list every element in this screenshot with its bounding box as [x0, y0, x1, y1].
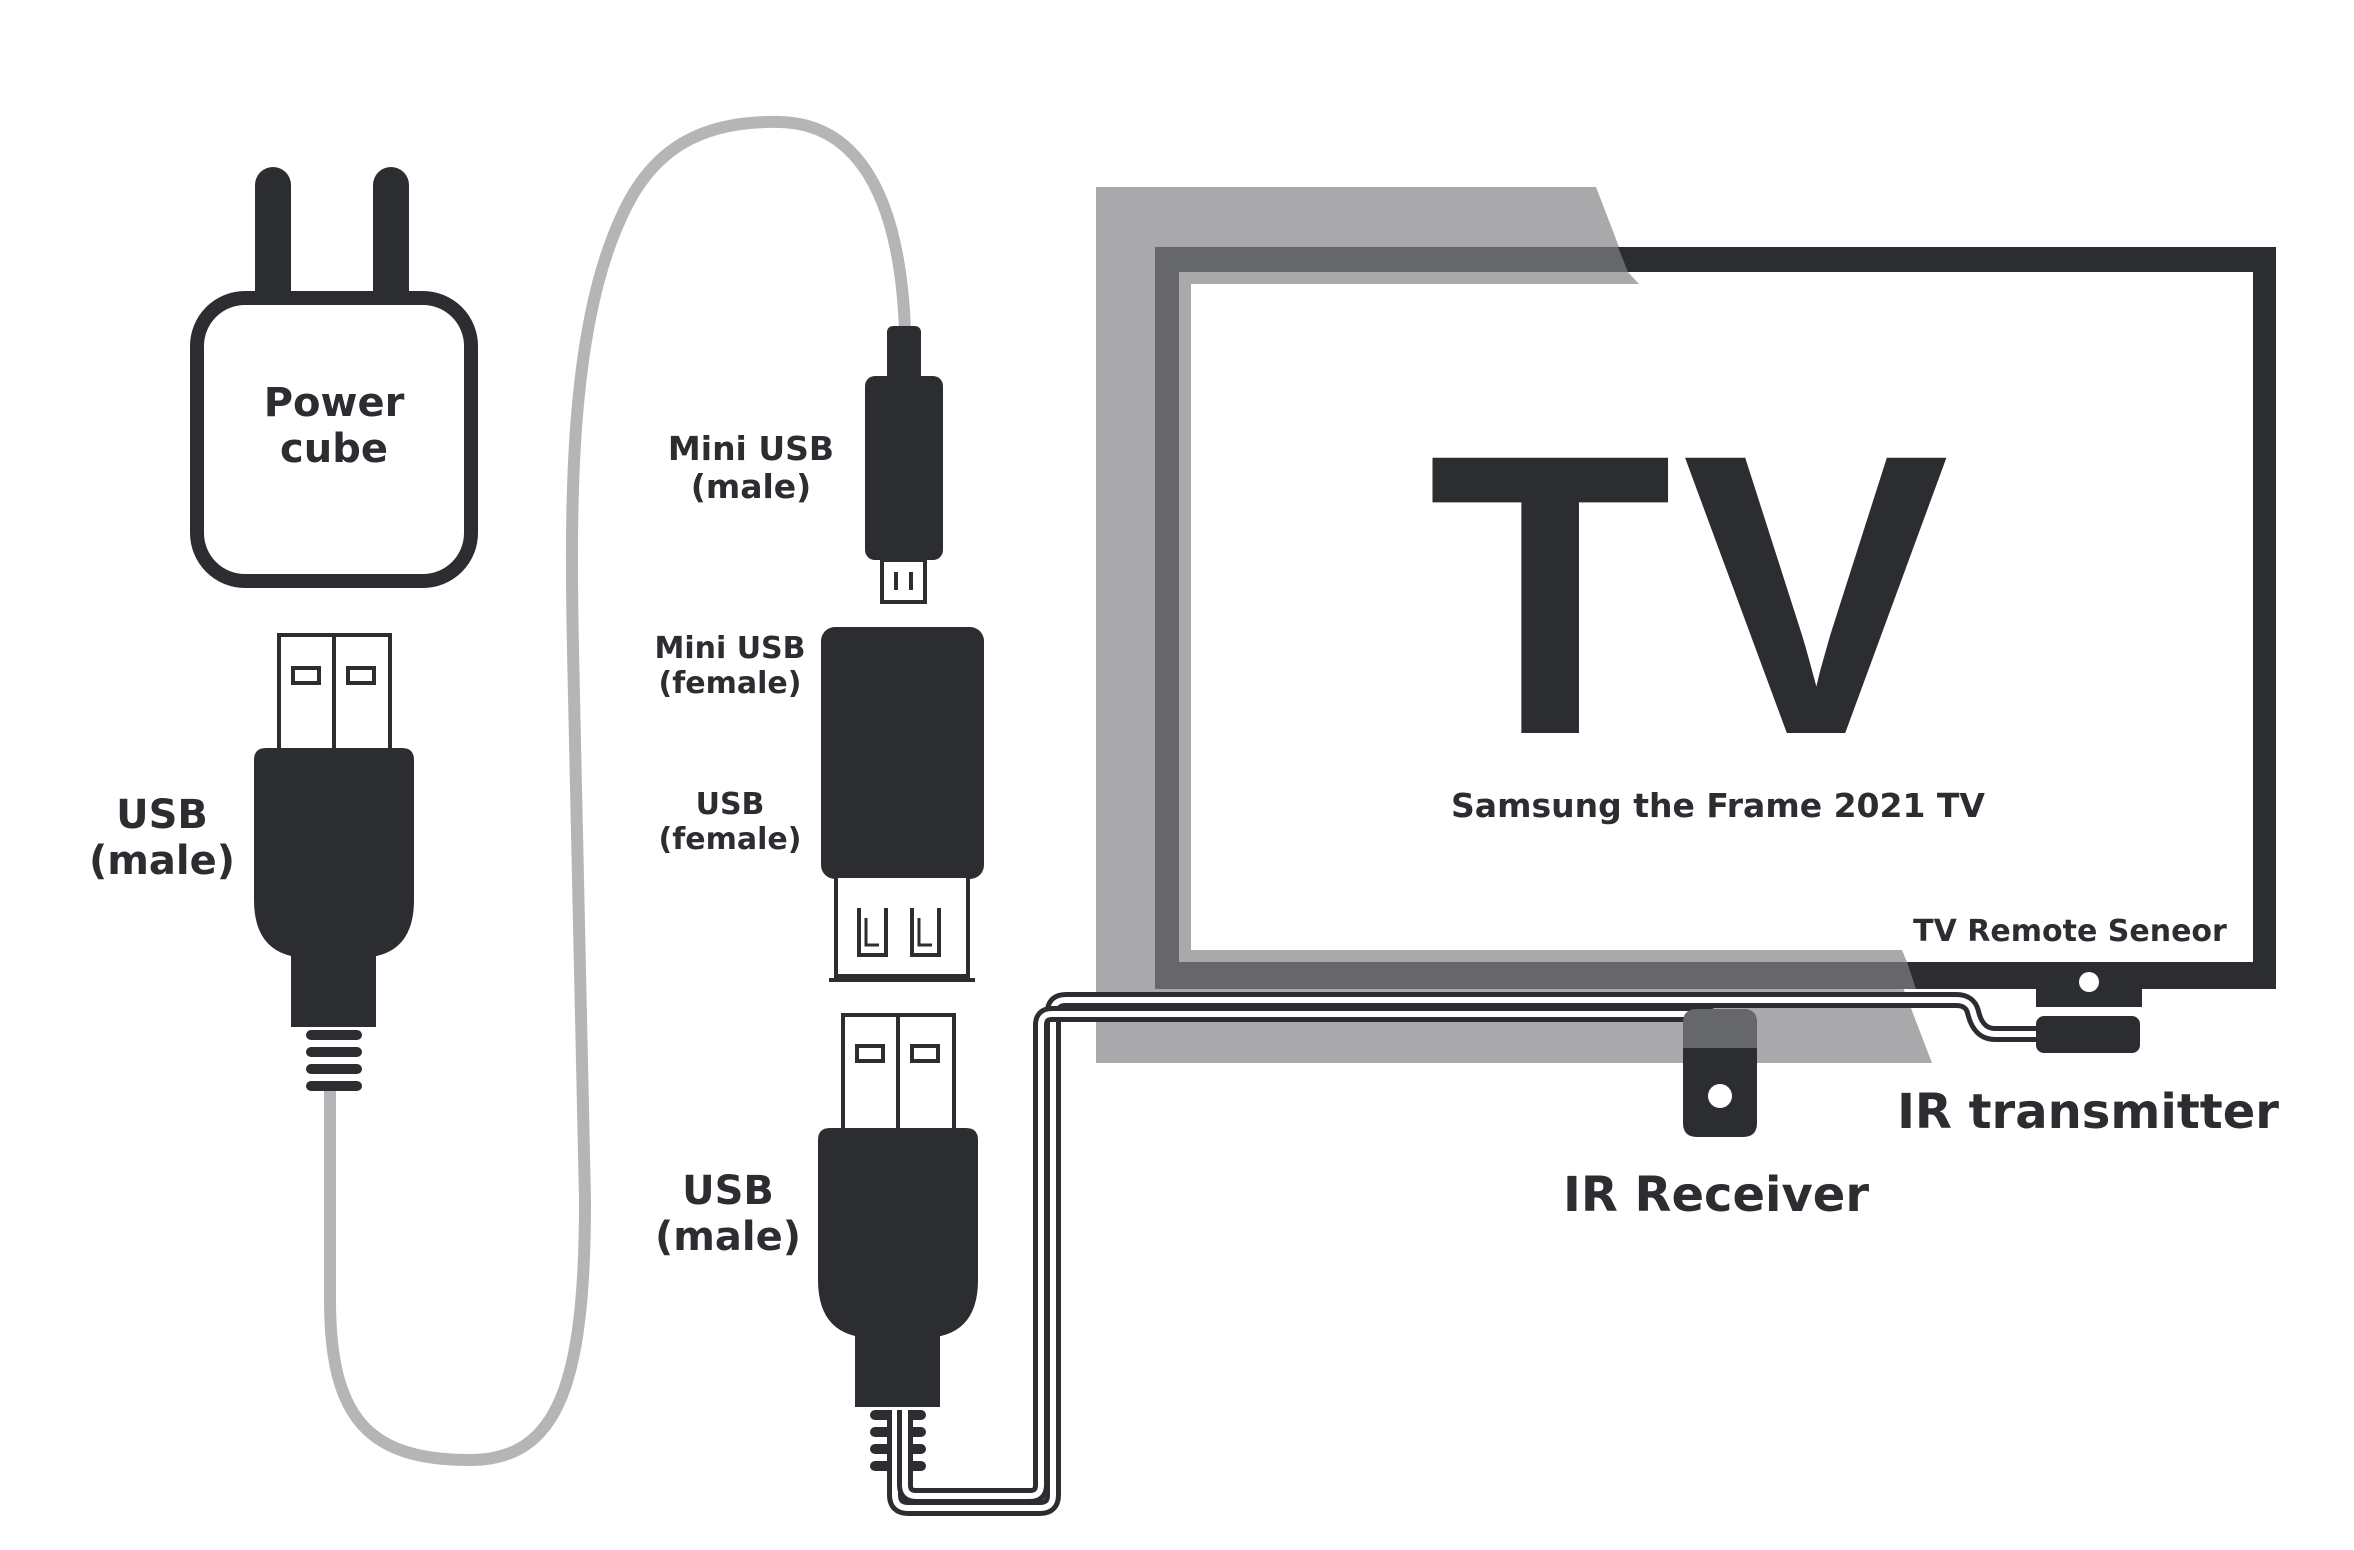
- ir-cable-inner-inner: [902, 1011, 1721, 1499]
- usb-male-plug-right: [818, 1013, 978, 1471]
- ir-cable-inner: [897, 1006, 1726, 1504]
- tv-subtitle: Samsung the Frame 2021 TV: [1451, 786, 1985, 825]
- power-cube: [190, 167, 478, 588]
- ir-receiver-label: IR Receiver: [1562, 1167, 1870, 1223]
- mini-usb-male-label: Mini USB (male): [668, 430, 834, 506]
- mini-usb-female-label-line2: (female): [658, 665, 802, 701]
- power-cube-label-line1: Power: [263, 380, 405, 426]
- usb-female-label: USB (female): [658, 787, 802, 857]
- usb-cable: [324, 115, 911, 1467]
- ir-transmitter-label: IR transmitter: [1897, 1084, 2279, 1140]
- usb-male-plug-left: [254, 633, 414, 1091]
- tv-remote-sensor-label: TV Remote Seneor: [1913, 914, 2227, 949]
- power-cube-label: Power cube: [264, 380, 405, 472]
- usb-male-right-label-line1: USB: [682, 1168, 774, 1214]
- power-cube-label-line2: cube: [280, 426, 388, 472]
- mini-usb-female-label-line1: Mini USB: [654, 631, 806, 666]
- usb-male-left-label: USB (male): [89, 792, 235, 884]
- usb-female-label-line2: (female): [658, 821, 802, 857]
- ir-cable-outer: [887, 992, 2036, 1516]
- usb-female-label-line1: USB: [695, 787, 765, 822]
- ir-receiver: [1683, 1009, 1757, 1137]
- mini-usb-male-plug: [865, 326, 943, 604]
- mini-usb-female-label: Mini USB (female): [654, 631, 806, 701]
- mini-usb-to-usb-adapter: [821, 627, 984, 982]
- mini-usb-male-label-line2: (male): [690, 466, 812, 506]
- usb-male-left-label-line1: USB: [116, 792, 208, 838]
- tv-title: TV: [1428, 371, 1960, 818]
- ir-cable-outer-inner: [892, 997, 2036, 1511]
- usb-male-left-label-line2: (male): [88, 838, 236, 884]
- usb-male-right-label: USB (male): [655, 1168, 801, 1260]
- mini-usb-male-label-line1: Mini USB: [667, 429, 835, 468]
- usb-male-right-label-line2: (male): [654, 1214, 802, 1260]
- tv-screen: [1155, 247, 2276, 1007]
- ir-transmitter: [2036, 1016, 2140, 1053]
